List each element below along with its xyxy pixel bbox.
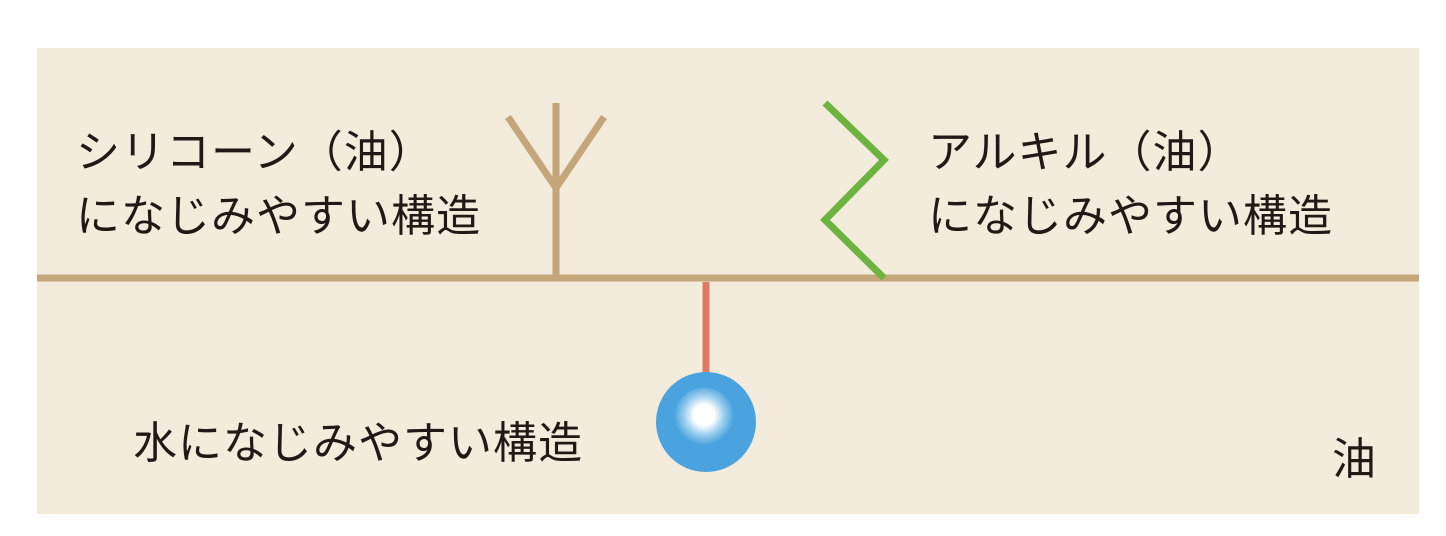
water-label-text: 水になじみやすい構造	[133, 418, 583, 469]
silicone-label-line2: になじみやすい構造	[76, 191, 481, 242]
alkyl-label: アルキル（油） になじみやすい構造	[928, 121, 1333, 249]
alkyl-label-line2: になじみやすい構造	[928, 191, 1333, 242]
oil-label: 油	[1332, 428, 1377, 492]
alkyl-label-line1: アルキル（油）	[928, 127, 1243, 178]
hydrophilic-group-icon	[656, 282, 756, 472]
oil-label-text: 油	[1332, 434, 1377, 485]
alkyl-chain-icon	[820, 100, 889, 281]
silicone-label-line1: シリコーン（油）	[76, 127, 434, 178]
silicone-label: シリコーン（油） になじみやすい構造	[76, 121, 481, 249]
silicone-chain-icon	[505, 103, 607, 278]
water-label: 水になじみやすい構造	[133, 412, 583, 476]
